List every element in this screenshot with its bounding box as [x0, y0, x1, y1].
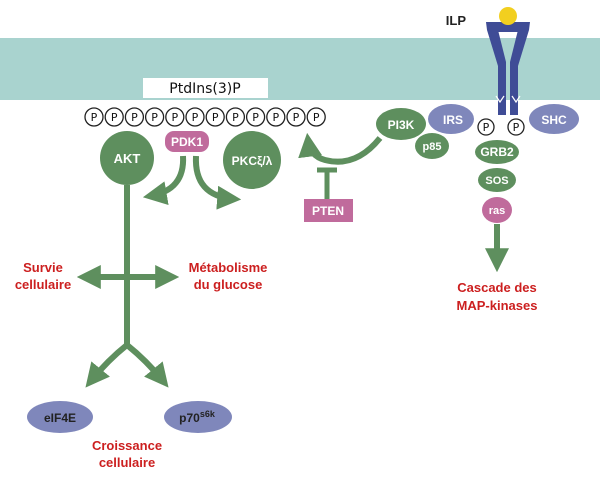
ras-label: ras [489, 205, 506, 217]
mapk-line2: MAP-kinases [457, 298, 538, 313]
metabolism-line1: Métabolisme [189, 260, 268, 275]
pkc-label: PKCξ/λ [232, 154, 273, 168]
irs-node [428, 104, 474, 134]
lipid-phosphate-label: P [232, 111, 239, 124]
eif4e-label: eIF4E [44, 411, 76, 425]
ligand [499, 7, 517, 25]
receptor-phosphate [507, 118, 525, 136]
receptor-phosphate-label: P [513, 121, 520, 134]
arrow-p70 [125, 342, 169, 388]
lipid-label: PtdIns(3)P [169, 81, 240, 97]
akt-label: AKT [114, 151, 141, 166]
pten-node [304, 199, 353, 222]
growth-line2: cellulaire [99, 455, 155, 470]
lipid-phosphate-label: P [293, 111, 300, 124]
ras-node [482, 197, 512, 223]
lipid-phosphate-label: P [272, 111, 279, 124]
lipid-phosphate [185, 107, 205, 127]
receptor-phosphate [477, 118, 495, 136]
pdk1-node [165, 131, 209, 152]
growth-line1: Croissance [92, 438, 162, 453]
lipid-phosphate [286, 107, 306, 127]
shc-node [529, 104, 579, 134]
irs-label: IRS [443, 113, 463, 127]
p70-node [164, 401, 232, 433]
eif4e-node [27, 401, 93, 433]
lipid-phosphate [165, 107, 185, 127]
survival-line1: Survie [23, 260, 63, 275]
lipid-phosphate-label: P [111, 111, 118, 124]
lipid-phosphate [245, 107, 266, 127]
lipid-phosphate-label: P [171, 111, 178, 124]
sos-label: SOS [485, 175, 508, 187]
lipid-phosphate [266, 107, 286, 127]
arrow-eif4e [85, 342, 129, 388]
lipid-phosphate-label: P [212, 111, 219, 124]
arrow-pdk1-pkc [192, 155, 242, 210]
mapk-line1: Cascade des [457, 280, 537, 295]
survival-line2: cellulaire [15, 277, 71, 292]
lipid-phosphate-label: P [252, 111, 259, 124]
lipid-label-box [143, 78, 268, 98]
p85-label: p85 [423, 141, 442, 153]
lipid-phosphate [205, 107, 225, 127]
shc-label: SHC [541, 113, 567, 127]
lipid-phosphate [124, 107, 145, 127]
lipid-phosphate [306, 107, 326, 127]
grb2-node [475, 140, 519, 164]
lipid-phosphate-label: P [313, 111, 320, 124]
pi3k-node [376, 108, 426, 140]
pi3k-label: PI3K [388, 118, 415, 132]
receptor-phosphate-label: P [483, 121, 490, 134]
grb2-label: GRB2 [480, 145, 514, 159]
arrow-pi3k-lipid [298, 132, 383, 165]
p85-node [415, 133, 449, 159]
lipid-phosphate-label: P [151, 111, 158, 124]
lipid-phosphate-label: P [192, 111, 199, 124]
pten-label: PTEN [312, 204, 344, 218]
akt-node [100, 131, 154, 185]
arrow-pdk1-akt [142, 155, 187, 205]
p70-label: p70s6k [179, 409, 216, 425]
insulin-like-receptor [486, 22, 530, 115]
p70-sup: s6k [200, 409, 216, 419]
p70-main: p70 [179, 411, 200, 425]
pkc-node [223, 131, 281, 189]
lipid-phosphate [84, 107, 104, 127]
lipid-phosphate [144, 107, 165, 127]
lipid-phosphate-label: P [131, 111, 138, 124]
lipid-phosphate [104, 107, 124, 127]
sos-node [478, 168, 516, 192]
lipid-phosphate-label: P [91, 111, 98, 124]
ligand-label: ILP [446, 13, 467, 28]
pdk1-label: PDK1 [171, 135, 203, 149]
lipid-phosphate [225, 107, 246, 127]
metabolism-line2: du glucose [194, 277, 263, 292]
